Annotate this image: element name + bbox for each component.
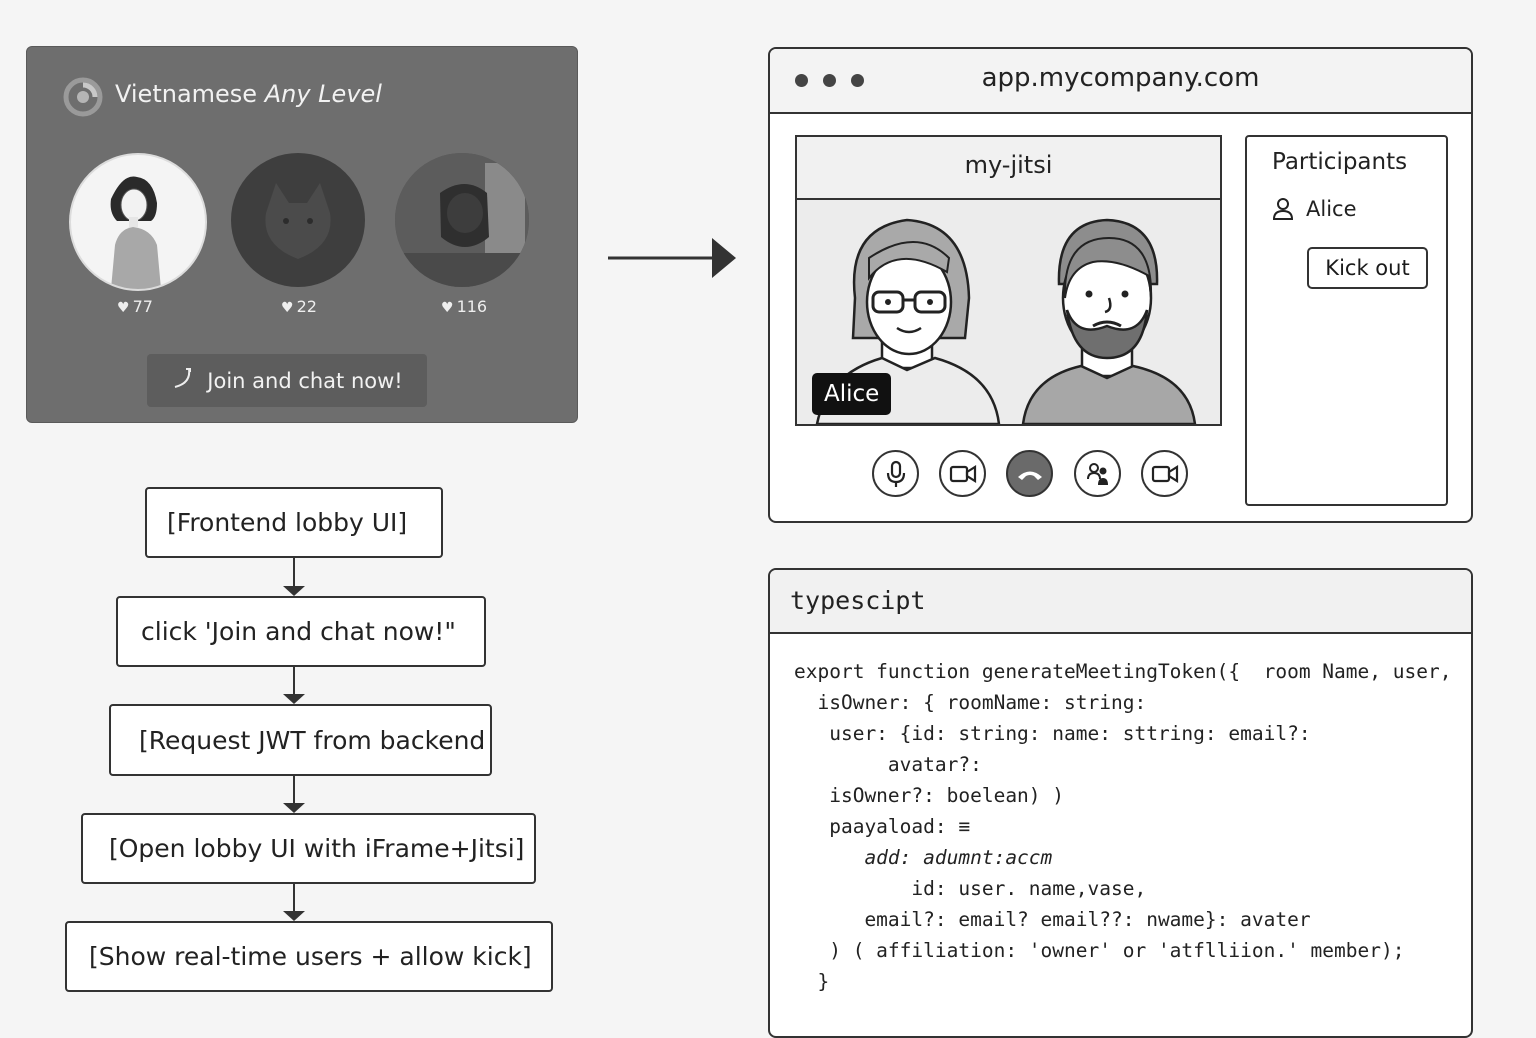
camera-button[interactable] (1141, 450, 1188, 497)
heart-icon: ♥ (117, 300, 130, 316)
hang-up-icon (1015, 466, 1045, 482)
join-chat-label: Join and chat now! (207, 369, 402, 393)
browser-window: app.mycompany.com my-jitsi (768, 47, 1473, 523)
like-count: ♥22 (281, 297, 317, 316)
flow-connector (293, 776, 295, 803)
lobby-title: Vietnamese Any Level (115, 77, 382, 111)
heart-icon: ♥ (281, 300, 294, 316)
arrow-down-icon (283, 586, 305, 596)
microphone-button[interactable] (872, 450, 919, 497)
logo-icon (63, 77, 103, 117)
heart-icon: ♥ (441, 300, 454, 316)
camera-icon (1151, 464, 1179, 484)
flow-connector (293, 667, 295, 694)
participants-button[interactable] (1074, 450, 1121, 497)
code-line: add: adumnt:accm (794, 845, 1052, 871)
room-name: my-jitsi (797, 151, 1220, 179)
participant-item[interactable]: Alice (1272, 197, 1357, 221)
user-icon (1272, 197, 1294, 221)
phone-icon (171, 367, 193, 394)
lobby-language: Vietnamese (115, 80, 257, 108)
join-chat-button[interactable]: Join and chat now! (147, 354, 427, 407)
participants-title: Participants (1272, 149, 1407, 175)
flow-connector (293, 558, 295, 586)
flow-step: [Open lobby UI with iFrame+Jitsi] (81, 813, 536, 884)
user-avatar[interactable] (395, 153, 529, 287)
code-line: paayaload: ≡ (794, 814, 970, 840)
browser-titlebar: app.mycompany.com (770, 49, 1471, 114)
browser-url[interactable]: app.mycompany.com (770, 63, 1471, 93)
kick-out-button[interactable]: Kick out (1307, 247, 1428, 289)
user-avatar[interactable] (231, 153, 365, 287)
code-language: typescipt (790, 586, 925, 615)
woman-avatar-icon (71, 155, 205, 289)
lobby-level: Any Level (265, 80, 382, 108)
room-title-bar: my-jitsi (797, 137, 1220, 200)
arrow-down-icon (283, 911, 305, 921)
participant-name: Alice (1306, 197, 1357, 221)
code-line: user: {id: string: name: sttring: email?… (794, 721, 1311, 747)
camera-icon (949, 464, 977, 484)
like-count: ♥77 (117, 297, 153, 316)
hang-up-button[interactable] (1006, 450, 1053, 497)
code-line: id: user. name,vase, (794, 876, 1146, 902)
code-header: typescipt (770, 570, 1471, 634)
flow-arrow-icon (608, 234, 738, 286)
photo-avatar-icon (395, 153, 529, 287)
camera-button[interactable] (939, 450, 986, 497)
code-line: isOwner?: boelean) ) (794, 783, 1064, 809)
arrow-down-icon (283, 694, 305, 704)
code-line: } (794, 969, 829, 995)
flow-step: [Request JWT from backend (109, 704, 492, 776)
arrow-down-icon (283, 803, 305, 813)
code-line: ) ( affiliation: 'owner' or 'atflliion.'… (794, 938, 1404, 964)
flow-step: [Frontend lobby UI] (145, 487, 443, 558)
flow-step: [Show real-time users + allow kick] (65, 921, 553, 992)
flow-connector (293, 884, 295, 911)
speaker-name-tag: Alice (812, 373, 891, 415)
code-block: typescipt export function generateMeetin… (768, 568, 1473, 1038)
code-line: avatar?: (794, 752, 982, 778)
user-avatar[interactable] (69, 153, 207, 291)
lobby-card: Vietnamese Any Level ♥77 ♥22 (26, 46, 578, 423)
like-count: ♥116 (441, 297, 487, 316)
code-line: export function generateMeetingToken({ r… (794, 659, 1451, 685)
wolf-avatar-icon (231, 153, 365, 287)
participants-panel: Participants Alice Kick out (1245, 135, 1448, 506)
code-line: email?: email? email??: nwame}: avater (794, 907, 1311, 933)
microphone-icon (884, 460, 908, 488)
video-conference-panel: my-jitsi Alice (795, 135, 1222, 426)
participants-icon (1085, 461, 1111, 487)
code-line: isOwner: { roomName: string: (794, 690, 1146, 716)
flow-step: click 'Join and chat now!" (116, 596, 486, 667)
